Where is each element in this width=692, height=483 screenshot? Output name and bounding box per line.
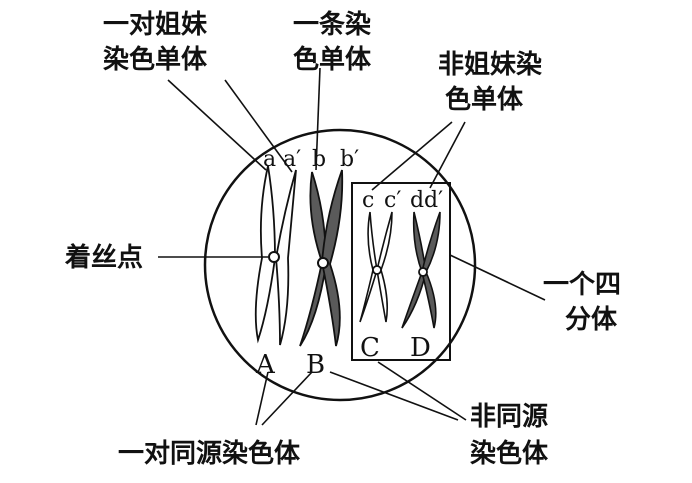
centromere-C: [373, 266, 381, 274]
letter-b-prime: b′: [340, 147, 359, 172]
leader-non-sister-2: [430, 122, 465, 188]
label-one-chromatid-1: 一条染: [293, 10, 371, 40]
label-non-sister-1: 非姐妹染: [438, 50, 542, 80]
label-one-chromatid-2: 色单体: [293, 44, 372, 75]
letter-a-prime: a′: [283, 147, 301, 172]
letter-c: c: [362, 188, 374, 213]
letter-D: D: [410, 333, 431, 363]
letter-a: a: [263, 147, 276, 172]
label-non-sister-2: 色单体: [445, 84, 524, 115]
leader-nonhomolog-B: [330, 372, 458, 420]
chromosome-D: [402, 212, 440, 328]
letter-A: A: [255, 350, 276, 380]
chromosome-A: [256, 166, 296, 345]
centromere-D: [419, 268, 427, 276]
letter-b: b: [312, 147, 326, 172]
chromosome-B: [300, 170, 342, 346]
letter-d-prime: d′: [424, 188, 443, 213]
label-tetrad-1: 一个四: [543, 270, 621, 300]
label-non-homologous-1: 非同源: [470, 402, 548, 432]
label-sister-chromatids-2: 染色单体: [103, 44, 208, 75]
letter-C: C: [360, 333, 380, 363]
letter-B: B: [306, 350, 325, 380]
centromere-B: [318, 258, 328, 268]
letter-d: d: [410, 188, 424, 213]
leader-non-sister-1: [372, 122, 452, 190]
label-non-homologous-2: 染色体: [470, 438, 549, 469]
centromere-A: [269, 252, 279, 262]
label-homologous-pair: 一对同源染色体: [118, 438, 301, 469]
label-sister-chromatids-1: 一对姐妹: [103, 10, 207, 40]
letter-c-prime: c′: [384, 188, 401, 213]
label-centromere: 着丝点: [64, 242, 143, 273]
leader-sister-1: [168, 80, 266, 170]
chromosome-C: [360, 212, 392, 322]
leader-tetrad: [450, 255, 545, 300]
label-tetrad-2: 分体: [565, 305, 618, 335]
